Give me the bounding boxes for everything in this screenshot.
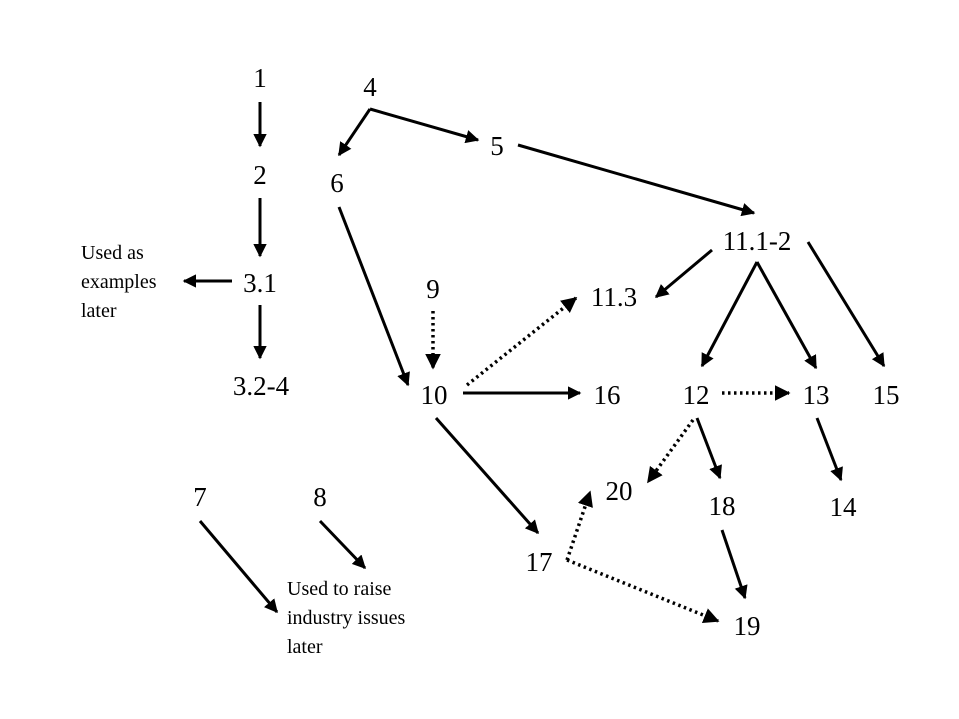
note-examples-line-1: Used as (81, 242, 144, 264)
edge-11-1-2-to-15 (806, 241, 886, 368)
edge-8-to-industry-note (318, 519, 367, 570)
nodes: 1 2 3.1 3.2-4 4 5 6 7 8 9 10 11.1-2 11.3… (193, 63, 899, 641)
node-18: 18 (709, 491, 736, 521)
note-industry-line-3: later (287, 636, 323, 658)
edge-18-to-19 (720, 529, 748, 600)
node-12: 12 (683, 380, 710, 410)
node-5: 5 (490, 131, 504, 161)
edge-12-to-20 (646, 418, 695, 484)
edge-17-to-20 (565, 490, 593, 561)
node-4: 4 (363, 72, 377, 102)
edge-11-1-2-to-11-3 (654, 248, 713, 299)
node-14: 14 (830, 492, 858, 522)
node-9: 9 (426, 274, 440, 304)
node-15: 15 (873, 380, 900, 410)
edge-13-to-14 (815, 417, 843, 482)
note-examples-line-2: examples (81, 271, 157, 293)
node-20: 20 (606, 476, 633, 506)
node-1: 1 (253, 63, 267, 93)
edge-17-to-19 (566, 558, 720, 623)
note-industry-line-1: Used to raise (287, 578, 392, 600)
edge-7-to-industry-note (198, 520, 279, 614)
node-6: 6 (330, 168, 344, 198)
node-16: 16 (594, 380, 621, 410)
note-industry: Used to raise industry issues later (287, 578, 406, 658)
edge-5-to-11-1-2 (517, 143, 756, 217)
edge-4-to-6 (337, 108, 372, 157)
edge-12-to-18 (695, 417, 722, 480)
edge-10-to-17 (434, 417, 540, 535)
node-19: 19 (734, 611, 761, 641)
note-industry-line-2: industry issues (287, 607, 406, 629)
node-3-2-4: 3.2-4 (233, 371, 290, 401)
node-7: 7 (193, 482, 207, 512)
edge-6-to-10 (337, 206, 410, 387)
node-13: 13 (803, 380, 830, 410)
edge-4-to-5 (369, 107, 480, 144)
node-11-1-2: 11.1-2 (723, 226, 792, 256)
node-11-3: 11.3 (591, 282, 637, 312)
node-8: 8 (313, 482, 327, 512)
node-3-1: 3.1 (243, 268, 277, 298)
edge-10-to-11-3 (465, 296, 578, 387)
edge-11-1-2-to-12 (700, 261, 759, 368)
node-17: 17 (526, 547, 553, 577)
edges (182, 102, 886, 623)
edge-11-1-2-to-13 (755, 261, 818, 370)
note-examples: Used as examples later (81, 242, 157, 322)
node-10: 10 (421, 380, 448, 410)
node-2: 2 (253, 160, 267, 190)
note-examples-line-3: later (81, 300, 117, 322)
